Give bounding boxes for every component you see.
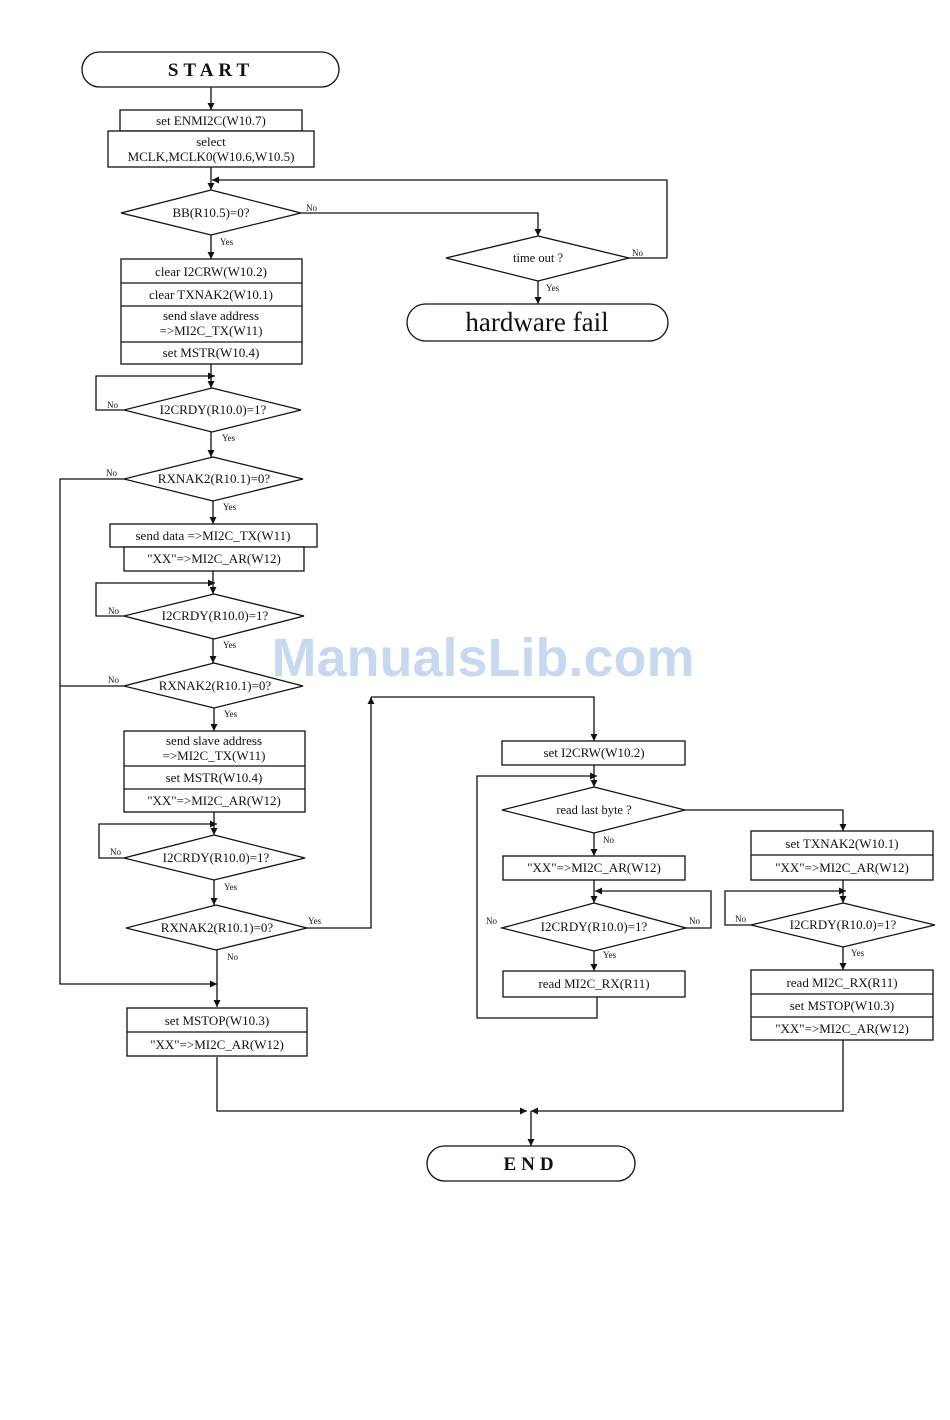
- set-txnak2-text: set TXNAK2(W10.1): [785, 836, 898, 851]
- no-label: No: [108, 606, 119, 616]
- decision-bb: BB(R10.5)=0?: [120, 189, 302, 236]
- decision-i2crdy-1: I2CRDY(R10.0)=1?: [123, 387, 302, 433]
- process-set-i2crw: set I2CRW(W10.2): [501, 740, 686, 766]
- decision-read-last: read last byte ?: [501, 786, 686, 834]
- no-label: No: [632, 248, 643, 258]
- send-slave-line1: send slave address: [163, 308, 259, 323]
- start-label: START: [168, 60, 254, 81]
- yes-label: Yes: [223, 640, 237, 650]
- select-line2: MCLK,MCLK0(W10.6,W10.5): [128, 149, 295, 164]
- hardware-fail-label: hardware fail: [465, 307, 608, 337]
- i2crdy-text-1: I2CRDY(R10.0)=1?: [160, 402, 267, 417]
- process-set-enmi2c: set ENMI2C(W10.7): [119, 109, 303, 132]
- xx-ar-text-2: "XX"=>MI2C_AR(W12): [147, 793, 281, 808]
- decision-rxnak2-2: RXNAK2(R10.1)=0?: [123, 662, 304, 709]
- no-label: No: [107, 400, 118, 410]
- branch-labels: No No Yes Yes No Yes No Yes No Yes No Ye…: [106, 203, 865, 962]
- yes-label: Yes: [222, 433, 236, 443]
- bb-check-text: BB(R10.5)=0?: [172, 205, 249, 220]
- watermark: ManualsLib.com: [271, 628, 694, 688]
- yes-label: Yes: [224, 709, 238, 719]
- decision-time-out: time out ?: [445, 235, 630, 282]
- decision-i2crdy-4: I2CRDY(R10.0)=1?: [499, 902, 689, 952]
- process-block-restart: send slave address =>MI2C_TX(W11) set MS…: [123, 730, 306, 813]
- rxnak2-text-2: RXNAK2(R10.1)=0?: [159, 678, 272, 693]
- set-mstr-text: set MSTR(W10.4): [163, 345, 260, 360]
- process-block-final-read: read MI2C_RX(R11) set MSTOP(W10.3) "XX"=…: [750, 969, 934, 1041]
- decision-rxnak2-1: RXNAK2(R10.1)=0?: [123, 456, 304, 502]
- set-enmi2c-text: set ENMI2C(W10.7): [156, 113, 266, 128]
- no-label: No: [108, 675, 119, 685]
- i2crdy-text-4: I2CRDY(R10.0)=1?: [541, 919, 648, 934]
- select-line1: select: [196, 134, 226, 149]
- xx-ar-text-5: "XX"=>MI2C_AR(W12): [775, 860, 909, 875]
- set-i2crw-text: set I2CRW(W10.2): [543, 745, 644, 760]
- start-terminal: START: [81, 51, 340, 88]
- connectors: [59, 87, 847, 1146]
- set-mstop-text-2: set MSTOP(W10.3): [790, 998, 894, 1013]
- end-terminal: END: [426, 1145, 636, 1182]
- process-xx-ar-4: "XX"=>MI2C_AR(W12): [502, 855, 686, 881]
- process-select-mclk: select MCLK,MCLK0(W10.6,W10.5): [107, 130, 315, 168]
- read-rx-text-2: read MI2C_RX(R11): [786, 975, 897, 990]
- end-label: END: [503, 1154, 558, 1175]
- process-block-stop: set MSTOP(W10.3) "XX"=>MI2C_AR(W12): [126, 1007, 308, 1057]
- xx-ar-text-6: "XX"=>MI2C_AR(W12): [775, 1021, 909, 1036]
- no-label: No: [486, 916, 497, 926]
- no-label: No: [227, 952, 238, 962]
- no-label: No: [689, 916, 700, 926]
- no-label: No: [603, 835, 614, 845]
- yes-label: Yes: [603, 950, 617, 960]
- i2crdy-text-3: I2CRDY(R10.0)=1?: [163, 850, 270, 865]
- yes-label: Yes: [223, 502, 237, 512]
- yes-label: Yes: [851, 948, 865, 958]
- no-label: No: [110, 847, 121, 857]
- set-mstr-text-2: set MSTR(W10.4): [166, 770, 263, 785]
- decision-i2crdy-2: I2CRDY(R10.0)=1?: [123, 593, 305, 640]
- rxnak2-text-3: RXNAK2(R10.1)=0?: [161, 920, 274, 935]
- send-slave-line2: =>MI2C_TX(W11): [160, 323, 263, 338]
- process-block-last-byte: set TXNAK2(W10.1) "XX"=>MI2C_AR(W12): [750, 830, 934, 881]
- no-label: No: [735, 914, 746, 924]
- read-rx-text-1: read MI2C_RX(R11): [538, 976, 649, 991]
- i2crdy-text-5: I2CRDY(R10.0)=1?: [790, 917, 897, 932]
- set-mstop-text: set MSTOP(W10.3): [165, 1013, 269, 1028]
- decision-i2crdy-3: I2CRDY(R10.0)=1?: [123, 834, 306, 881]
- send-data-text: send data =>MI2C_TX(W11): [136, 528, 291, 543]
- xx-ar-text-1: "XX"=>MI2C_AR(W12): [147, 551, 281, 566]
- process-xx-ar-1: "XX"=>MI2C_AR(W12): [123, 546, 305, 572]
- hardware-fail-terminal: hardware fail: [406, 303, 669, 342]
- no-label: No: [106, 468, 117, 478]
- xx-ar-text-3: "XX"=>MI2C_AR(W12): [150, 1037, 284, 1052]
- xx-ar-text-4: "XX"=>MI2C_AR(W12): [527, 860, 661, 875]
- yes-label: Yes: [308, 916, 322, 926]
- process-send-data: send data =>MI2C_TX(W11): [109, 523, 318, 548]
- decision-rxnak2-3: RXNAK2(R10.1)=0?: [125, 904, 308, 951]
- read-last-text: read last byte ?: [556, 803, 632, 817]
- rxnak2-text-1: RXNAK2(R10.1)=0?: [158, 471, 271, 486]
- send-slave-line2-2: =>MI2C_TX(W11): [163, 748, 266, 763]
- yes-label: Yes: [546, 283, 560, 293]
- process-block-init: clear I2CRW(W10.2) clear TXNAK2(W10.1) s…: [120, 258, 303, 365]
- yes-label: Yes: [224, 882, 238, 892]
- clear-txnak2-text: clear TXNAK2(W10.1): [149, 287, 273, 302]
- i2crdy-text-2: I2CRDY(R10.0)=1?: [162, 608, 269, 623]
- decision-i2crdy-5: I2CRDY(R10.0)=1?: [750, 902, 936, 948]
- time-out-text: time out ?: [513, 251, 563, 265]
- no-label: No: [306, 203, 317, 213]
- clear-i2crw-text: clear I2CRW(W10.2): [155, 264, 267, 279]
- yes-label: Yes: [220, 237, 234, 247]
- process-read-rx-1: read MI2C_RX(R11): [502, 970, 686, 998]
- send-slave-line1-2: send slave address: [166, 733, 262, 748]
